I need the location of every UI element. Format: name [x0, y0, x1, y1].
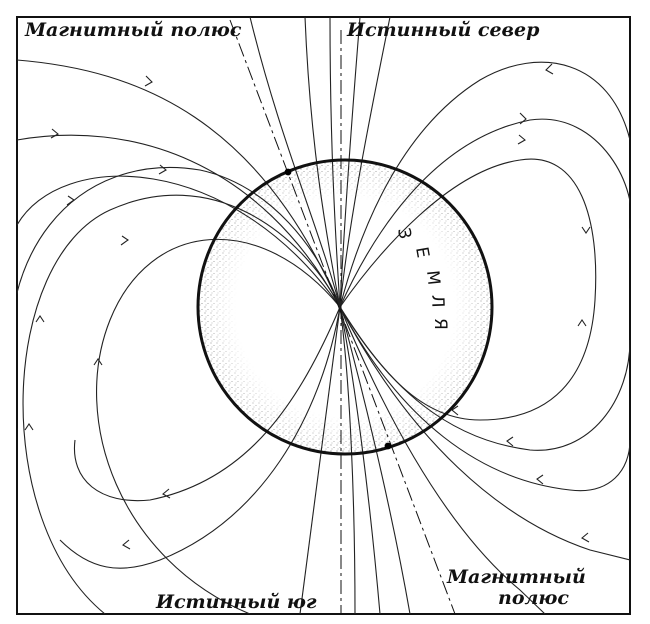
field-line-right-4	[339, 306, 630, 451]
field-line-left-6	[96, 238, 341, 614]
field-line-right-6	[339, 306, 630, 561]
field-line-left-5	[22, 194, 341, 614]
field-line-bottom-4	[299, 306, 341, 614]
field-arrows	[24, 63, 591, 550]
earth-letter-1: З	[393, 226, 415, 240]
magnetic-pole-south-dot	[384, 442, 392, 450]
label-magnetic-pole-bottom-1: Магнитный	[446, 566, 586, 588]
field-line-left-8	[59, 306, 341, 569]
field-line-bottom-2	[339, 306, 356, 614]
earth-letter-3: М	[422, 269, 443, 286]
label-true-north: Истинный север	[346, 19, 540, 41]
label-true-south: Истинный юг	[155, 591, 317, 613]
magnetic-pole-north-dot	[284, 168, 292, 176]
field-line-top-5	[249, 17, 341, 308]
field-line-right-3	[339, 158, 597, 421]
field-line-left-1	[17, 59, 341, 308]
earth-outline	[196, 158, 494, 456]
field-line-right-1	[339, 61, 630, 308]
field-line-top-2	[329, 17, 341, 308]
field-line-top-3	[339, 17, 361, 308]
diagram-frame	[16, 16, 631, 615]
earth-letter-4: Л	[427, 294, 447, 307]
field-line-top-4	[339, 17, 391, 308]
earth-label: З Е М Л Я	[393, 226, 450, 329]
earth-letter-2: Е	[411, 245, 433, 259]
field-line-left-7	[73, 306, 341, 502]
field-line-right-5	[339, 306, 630, 492]
field-line-left-4	[17, 166, 341, 430]
field-line-left-2	[17, 134, 341, 308]
field-line-bottom-3	[339, 306, 411, 614]
magnetic-axis	[229, 19, 456, 615]
label-magnetic-pole-bottom-2: полюс	[498, 587, 569, 609]
field-line-bottom-1	[339, 306, 381, 614]
label-magnetic-pole-top: Магнитный полюс	[24, 19, 242, 41]
earth-letter-5: Я	[430, 318, 450, 330]
field-line-right-7	[339, 306, 546, 614]
field-line-top-1	[304, 17, 341, 308]
field-line-left-3	[17, 175, 341, 308]
